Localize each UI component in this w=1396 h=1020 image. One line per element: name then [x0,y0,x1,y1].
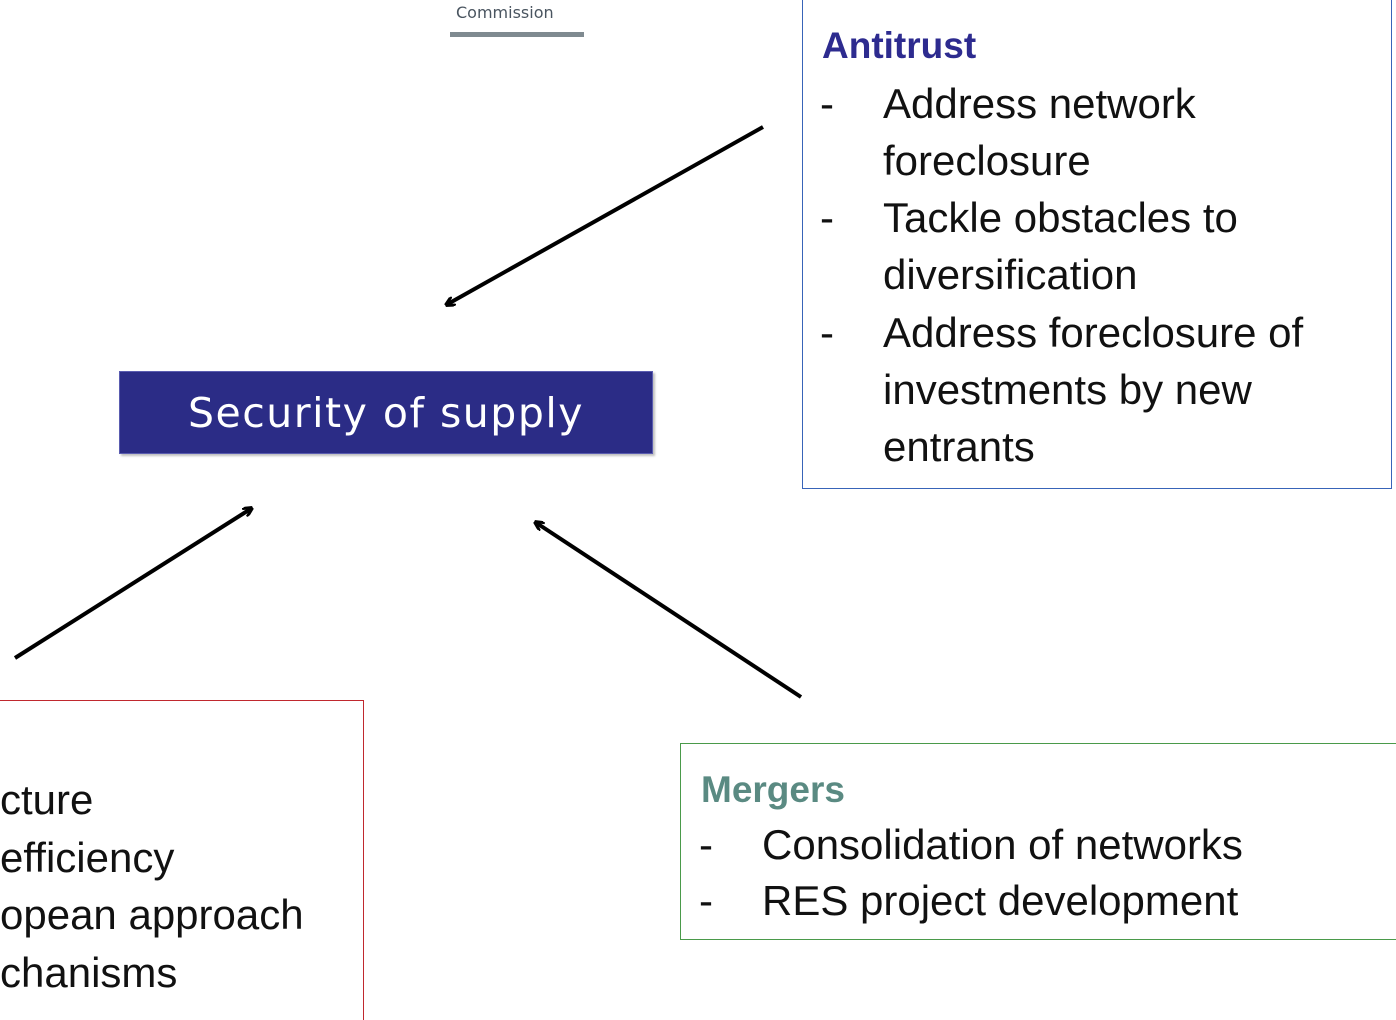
antitrust-dash-1: - [820,80,834,127]
antitrust-title: Antitrust [822,25,977,66]
mergers-title: Mergers [701,769,845,810]
logo-underline [450,32,584,37]
mergers-dash-1: - [699,821,713,868]
arrow-mergers-to-center [535,522,803,699]
arrow-antitrust-to-center [446,125,764,305]
mergers-item-2: RES project development [762,877,1239,924]
antitrust-item-3-line-3: entrants [883,423,1035,470]
state-aid-line-2: efficiency [0,834,175,881]
antitrust-dash-2: - [820,194,834,241]
logo-text: Commission [456,3,554,22]
antitrust-item-1-line-1: Address network [883,80,1196,127]
state-aid-line-3: opean approach [0,891,304,938]
antitrust-item-1-line-2: foreclosure [883,137,1091,184]
antitrust-dash-3: - [820,309,834,356]
state-aid-line-1: cture [0,776,94,823]
antitrust-item-3-line-1: Address foreclosure of [883,309,1304,356]
arrow-state-to-center [13,508,252,660]
antitrust-item-2-line-1: Tackle obstacles to [883,194,1238,241]
mergers-item-1: Consolidation of networks [762,821,1243,868]
antitrust-box: Antitrust - Address network foreclosure … [802,0,1392,489]
state-aid-box: cture efficiency opean approach chanisms [0,700,364,1020]
antitrust-item-3-line-2: investments by new [883,366,1252,413]
state-aid-line-4: chanisms [0,949,178,996]
mergers-box: Mergers - Consolidation of networks - RE… [680,743,1396,940]
antitrust-item-2-line-2: diversification [883,251,1138,298]
mergers-dash-2: - [699,877,713,924]
security-of-supply-box: Security of supply [119,371,653,454]
security-of-supply-label: Security of supply [188,388,584,437]
